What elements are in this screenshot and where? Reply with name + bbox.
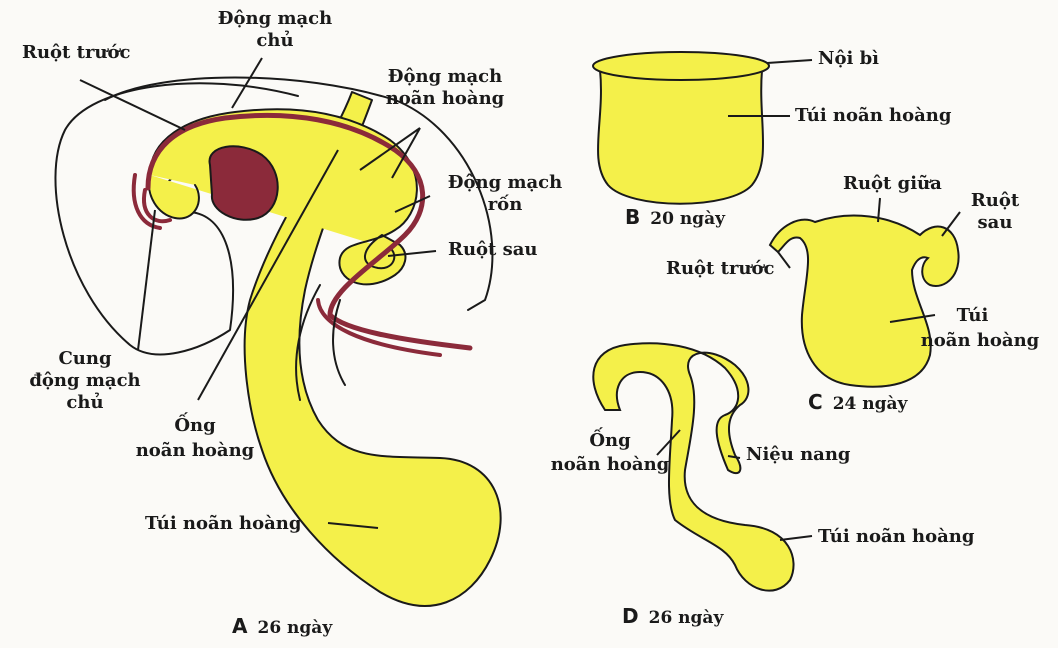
label-ruot-giua: Ruột giữa <box>843 173 942 194</box>
caption-b: B 20 ngày <box>625 205 725 229</box>
label-tui-c-2: noãn hoàng <box>920 330 1040 351</box>
panel-a-leaders <box>79 57 437 529</box>
label-tui-d: Túi noãn hoàng <box>818 526 975 547</box>
caption-d: D 26 ngày <box>622 604 723 628</box>
leader-ruot-sau <box>387 250 437 257</box>
panel-b-drawing <box>592 51 813 205</box>
label-noi-bi: Nội bì <box>818 48 879 69</box>
aorta-lower <box>316 298 442 357</box>
label-ruot-sau-c-2: sau <box>977 212 1013 233</box>
gut-c <box>768 214 960 388</box>
leader-dm-ron <box>394 195 431 213</box>
label-ong-a-2: noãn hoàng <box>135 440 255 461</box>
label-ong-d-2: noãn hoàng <box>550 454 670 475</box>
gut-d <box>592 342 795 592</box>
leader-dm-noan-hoang-1 <box>359 127 421 171</box>
caption-c-letter: C <box>808 390 823 414</box>
label-tui-b: Túi noãn hoàng <box>795 105 952 126</box>
label-dm-ron-1: Động mạch <box>447 172 563 193</box>
aorta-vessel <box>145 112 473 351</box>
panel-a-drawing <box>54 76 502 607</box>
label-cung-3: chủ <box>66 392 104 413</box>
amnion-outline <box>104 76 494 311</box>
caption-a: A 26 ngày <box>232 614 332 638</box>
label-tui-c-1: Túi <box>956 305 989 326</box>
aortic-arch-vessel <box>131 173 172 230</box>
caption-c: C 24 ngày <box>808 390 907 414</box>
caption-c-days: 24 ngày <box>832 394 908 414</box>
label-cung-1: Cung <box>58 348 112 369</box>
umbilical-line <box>295 284 346 401</box>
heart-shape <box>208 145 279 221</box>
leader-ruot-truoc <box>79 79 186 131</box>
yolk-sac-b <box>597 69 765 205</box>
panel-c-drawing <box>768 197 961 388</box>
label-dong-mach-chu-2: chủ <box>256 30 294 51</box>
caption-b-letter: B <box>625 205 641 229</box>
label-ong-d-1: Ống <box>589 430 631 451</box>
label-ruot-truoc-c: Ruột trước <box>666 258 775 279</box>
caption-d-days: 26 ngày <box>648 608 724 628</box>
label-ruot-sau-a: Ruột sau <box>448 239 538 260</box>
leader-tui-a <box>327 522 379 529</box>
leader-ong <box>197 149 339 401</box>
label-ong-a-1: Ống <box>174 415 216 436</box>
label-dong-mach-chu-1: Động mạch <box>217 8 333 29</box>
label-ruot-sau-c-1: Ruột <box>970 190 1020 211</box>
label-nieu-nang: Niệu nang <box>746 444 851 465</box>
caption-a-days: 26 ngày <box>257 618 333 638</box>
label-dm-noan-hoang-2: noãn hoàng <box>385 88 505 109</box>
label-dm-noan-hoang-1: Động mạch <box>387 66 503 87</box>
caption-b-days: 20 ngày <box>650 209 725 229</box>
panel-d-drawing <box>592 342 813 592</box>
label-ruot-truoc-a: Ruột trước <box>22 42 131 63</box>
label-dm-ron-2: rốn <box>487 194 523 215</box>
caption-a-letter: A <box>232 614 248 638</box>
leader-cung <box>137 209 156 351</box>
leader-dong-mach-chu <box>231 57 263 109</box>
label-cung-2: động mạch <box>29 370 141 391</box>
leader-dm-noan-hoang-2 <box>391 127 421 179</box>
endoderm-rim <box>592 51 770 81</box>
caption-d-letter: D <box>622 604 639 628</box>
label-tui-a: Túi noãn hoàng <box>145 513 302 534</box>
